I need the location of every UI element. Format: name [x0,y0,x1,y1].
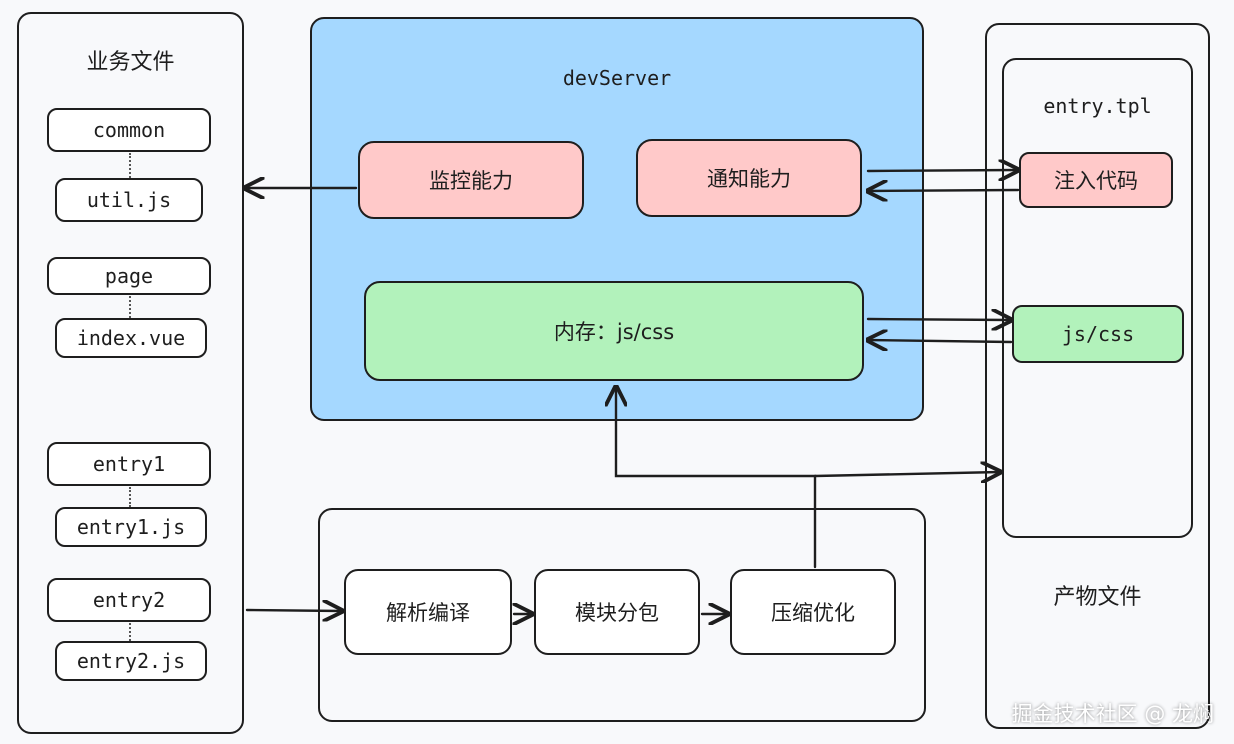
output-files-title: 产物文件 [1053,585,1142,610]
inject-code-box: 注入代码 [1019,152,1173,208]
file-box-index-vue: index.vue [55,318,207,358]
business-files-title: 业务文件 [86,50,175,75]
file-box-util-js: util.js [55,178,203,222]
dotted-connector [129,487,131,507]
entry-tpl-title: entry.tpl [1043,94,1152,118]
dotted-connector [129,296,131,318]
file-box-page: page [47,257,211,295]
arrow-notify-to-inject [866,170,1018,171]
file-box-entry1-js: entry1.js [55,507,207,547]
arrow-assets-to-memory [868,340,1013,342]
dotted-connector [129,623,131,641]
memory-assets-box: 内存：js/css [364,281,864,381]
step-compress-optimize: 压缩优化 [730,569,896,655]
watermark: 掘金技术社区 @ 龙焖 [1011,702,1214,726]
arrow-memory-to-assets [866,319,1011,320]
arrow-inject-to-notify [868,190,1020,191]
arrow-compress-to-output [813,472,1000,476]
notify-capability-box: 通知能力 [636,139,862,217]
output-assets-box: js/css [1012,305,1184,363]
arrow-compress-to-memory [616,387,817,569]
step-module-split: 模块分包 [534,569,700,655]
monitor-capability-box: 监控能力 [358,141,584,219]
dotted-connector [129,153,131,178]
file-box-entry1: entry1 [47,442,211,486]
file-box-entry2-js: entry2.js [55,641,207,681]
file-box-common: common [47,108,211,152]
file-box-entry2: entry2 [47,578,211,622]
arrow-entry-to-parse [245,610,342,611]
dev-server-title: devServer [562,66,672,90]
entry-tpl-panel [1002,58,1193,538]
step-parse-compile: 解析编译 [344,569,512,655]
